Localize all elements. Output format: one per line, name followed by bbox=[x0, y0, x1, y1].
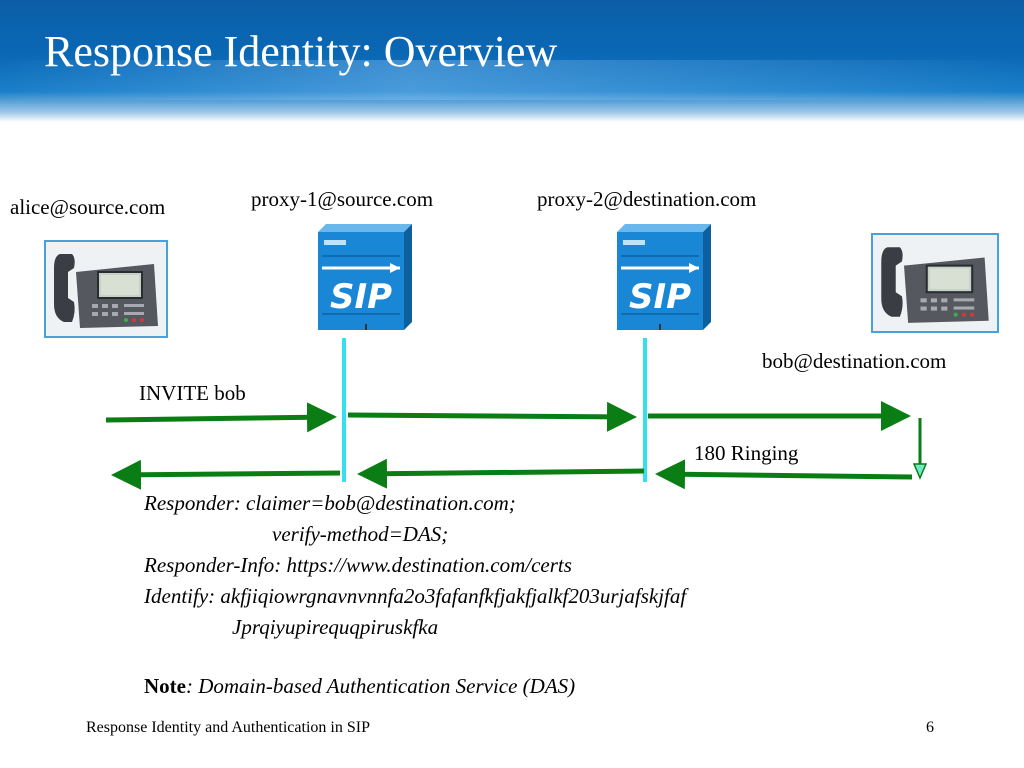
invite-arrow-alice-to-proxy1 bbox=[105, 402, 337, 433]
header-highlight bbox=[0, 60, 1024, 100]
proxy2-server-icon: SIP bbox=[617, 224, 713, 337]
bob-label: bob@destination.com bbox=[762, 349, 947, 373]
proxy2-server-text: SIP bbox=[629, 277, 691, 317]
ringing-arrow-proxy2-to-proxy1 bbox=[357, 458, 645, 489]
response-headers: Responder: claimer=bob@destination.com; … bbox=[144, 488, 686, 643]
ringing-arrow-proxy1-to-alice bbox=[111, 459, 341, 490]
responder-info-line: Responder-Info: https://www.destination.… bbox=[144, 553, 572, 577]
proxy2-label: proxy-2@destination.com bbox=[537, 187, 757, 211]
ringing-label: 180 Ringing bbox=[694, 441, 799, 465]
alice-label: alice@source.com bbox=[10, 195, 166, 219]
note-text: : Domain-based Authentication Service (D… bbox=[185, 674, 576, 698]
alice-phone-icon bbox=[44, 240, 168, 338]
proxy1-server-icon: SIP bbox=[318, 224, 414, 337]
verify-method-line: verify-method=DAS; bbox=[272, 522, 449, 546]
proxy1-server-text: SIP bbox=[330, 277, 392, 317]
note-label: Note bbox=[144, 674, 186, 698]
bob-phone-icon bbox=[871, 233, 999, 333]
footer-text: Response Identity and Authentication in … bbox=[86, 719, 370, 736]
bob-processing-arrowhead bbox=[912, 463, 928, 480]
slide-title: Response Identity: Overview bbox=[44, 27, 558, 76]
page-number: 6 bbox=[926, 719, 934, 736]
identify-continuation-line: Jprqiyupirequqpiruskfka bbox=[232, 615, 439, 639]
identify-line: Identify: akfjiqiowrgnavnvnnfa2o3fafanfk… bbox=[144, 584, 687, 608]
slide-header bbox=[0, 0, 1024, 122]
invite-arrow-proxy1-to-proxy2 bbox=[347, 401, 637, 432]
proxy1-label: proxy-1@source.com bbox=[251, 187, 434, 211]
invite-label: INVITE bob bbox=[139, 381, 246, 405]
note: Note: Domain-based Authentication Servic… bbox=[144, 674, 575, 699]
responder-line: Responder: claimer=bob@destination.com; bbox=[144, 491, 516, 515]
ringing-arrow-bob-to-proxy2 bbox=[655, 459, 913, 490]
